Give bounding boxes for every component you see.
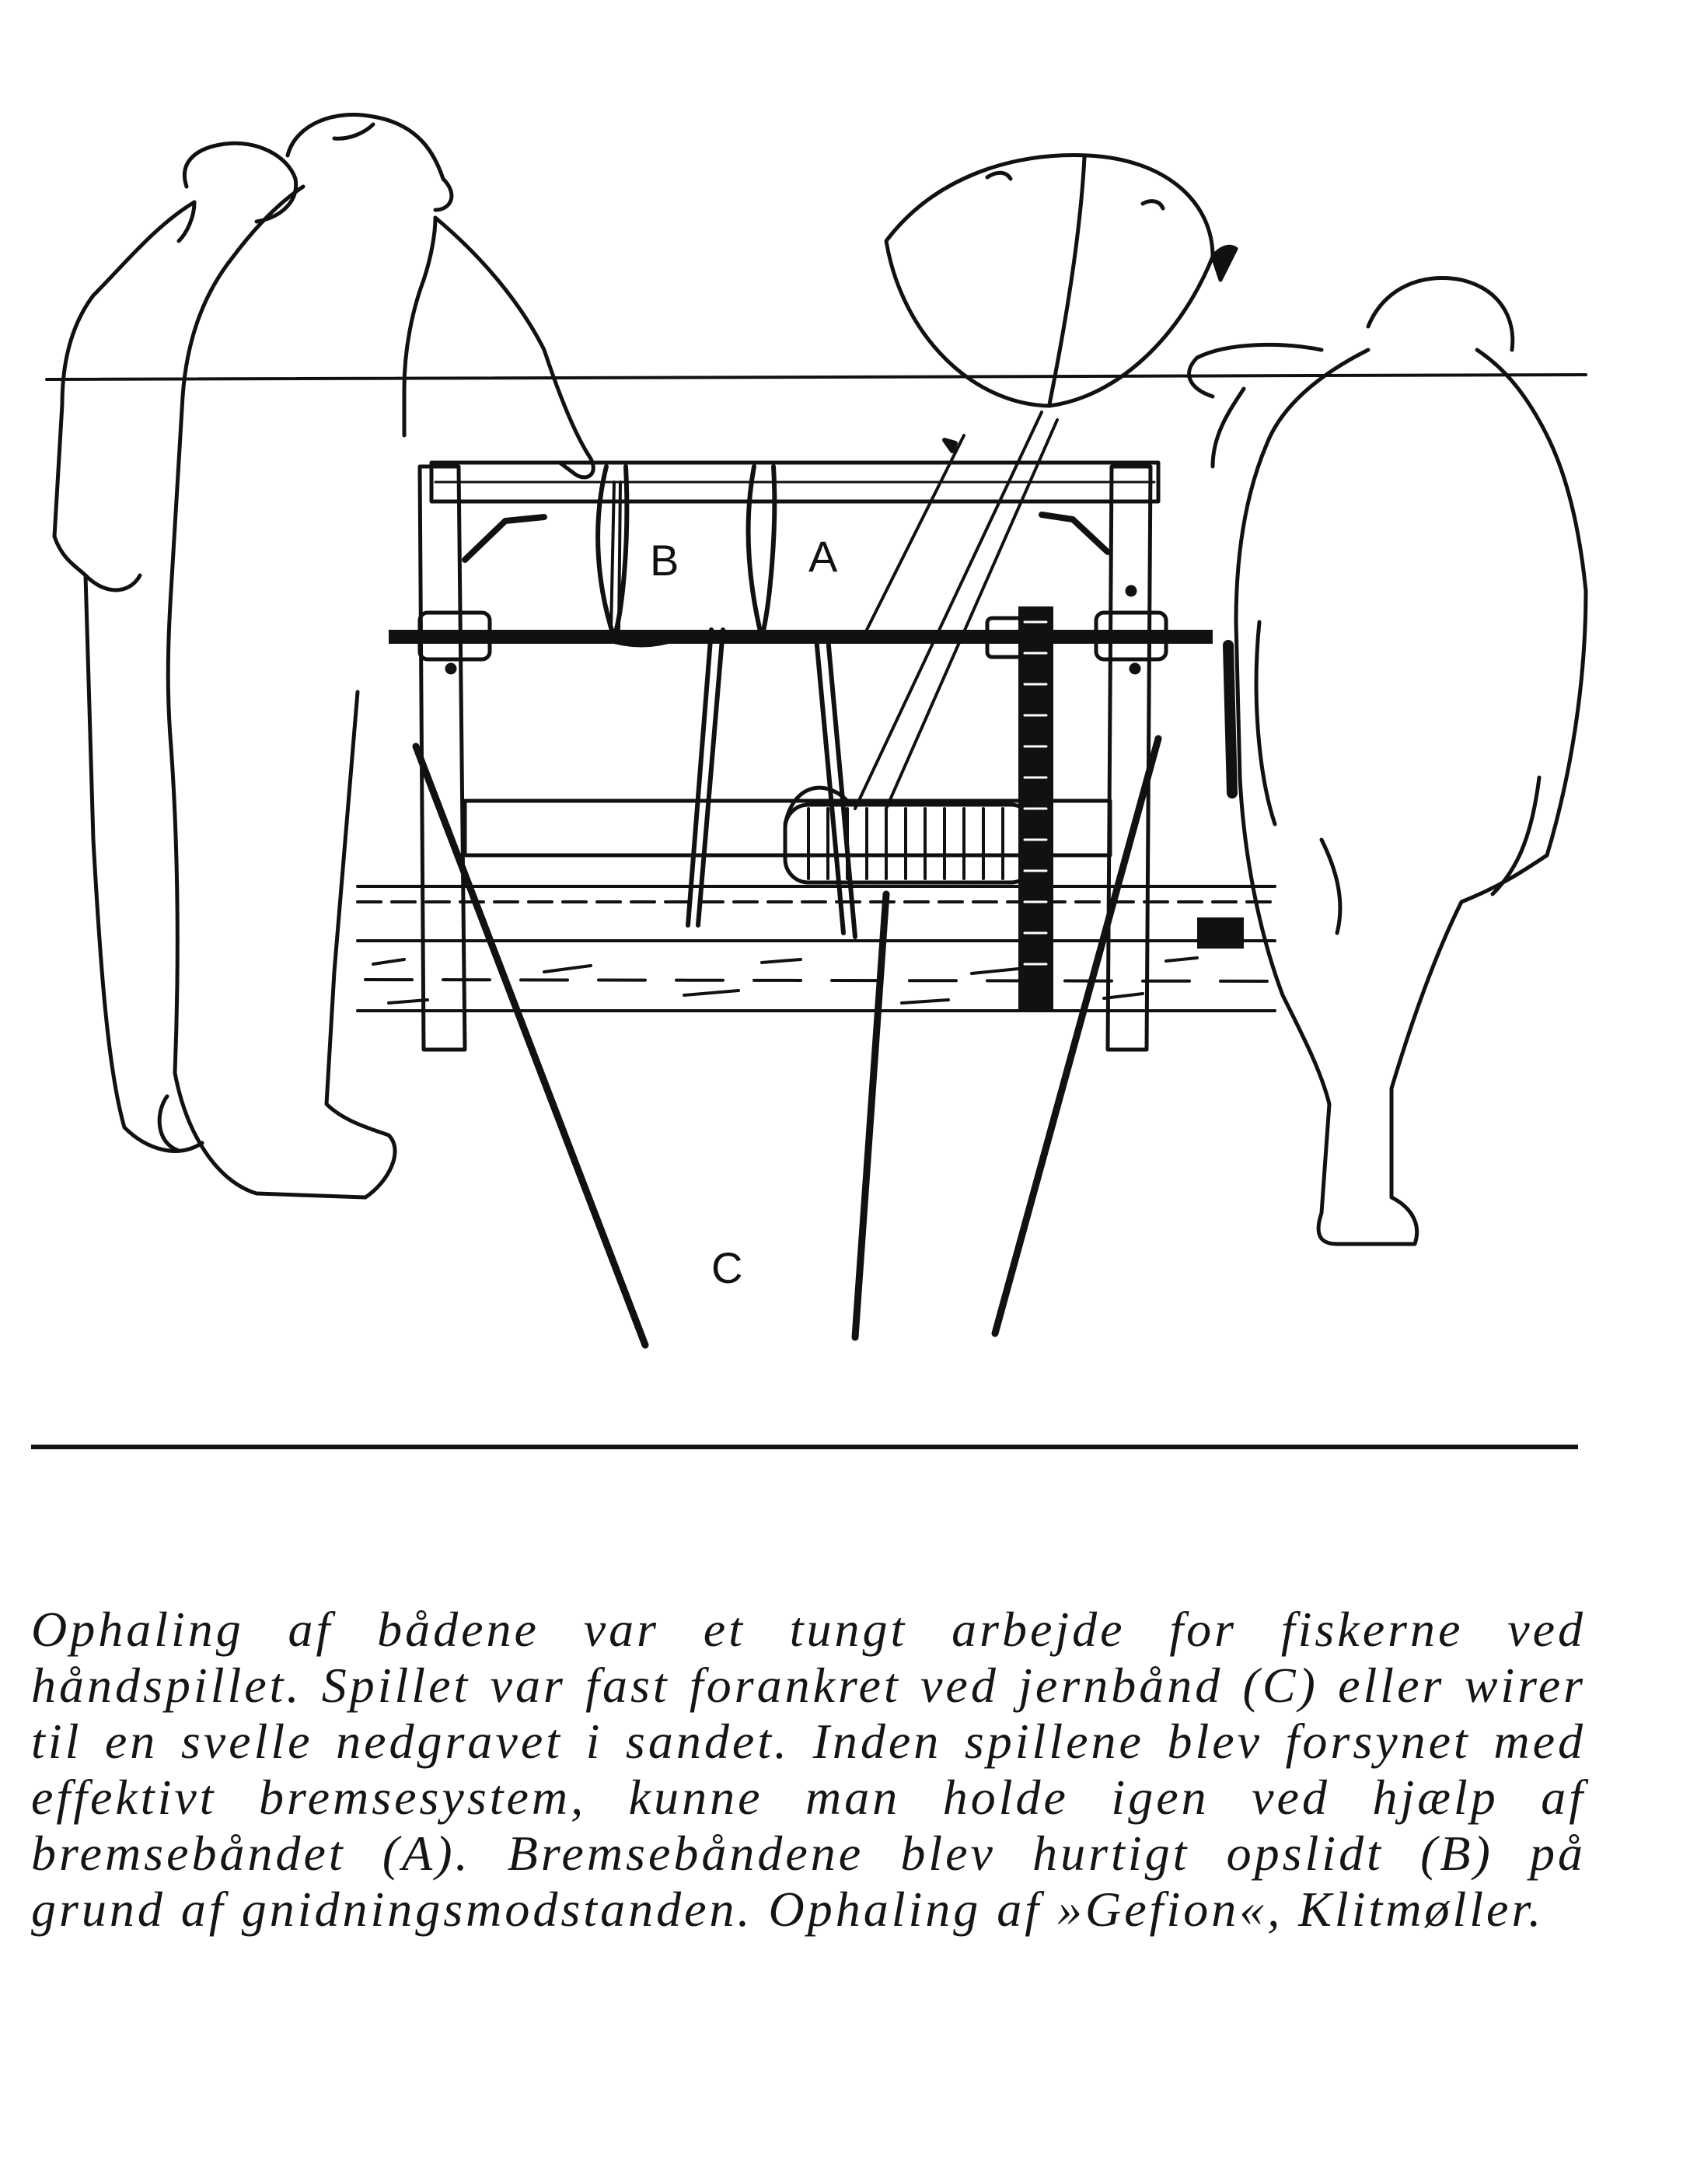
horizontal-rule <box>31 1445 1578 1449</box>
label-a: A <box>808 532 838 581</box>
figure-caption: Ophaling af bådene var et tungt arbejde … <box>31 1602 1586 1937</box>
fisherman-left-front <box>157 112 595 1200</box>
label-b: B <box>650 536 679 585</box>
ratchet-bar <box>1018 606 1053 1011</box>
brake-levers <box>686 411 1059 939</box>
horizon-line <box>45 373 1587 381</box>
fisherman-left-back <box>52 141 299 1153</box>
label-c: C <box>711 1243 742 1292</box>
rope-drum <box>783 785 1036 885</box>
winch-frame <box>389 460 1213 1052</box>
anchor-bands <box>412 735 1162 1349</box>
winch-illustration: B A C <box>45 112 1588 1349</box>
fisherman-right <box>1187 276 1588 1246</box>
ground-planks <box>356 885 1276 1012</box>
boat-hull <box>884 153 1238 408</box>
brake-bands <box>595 464 805 648</box>
